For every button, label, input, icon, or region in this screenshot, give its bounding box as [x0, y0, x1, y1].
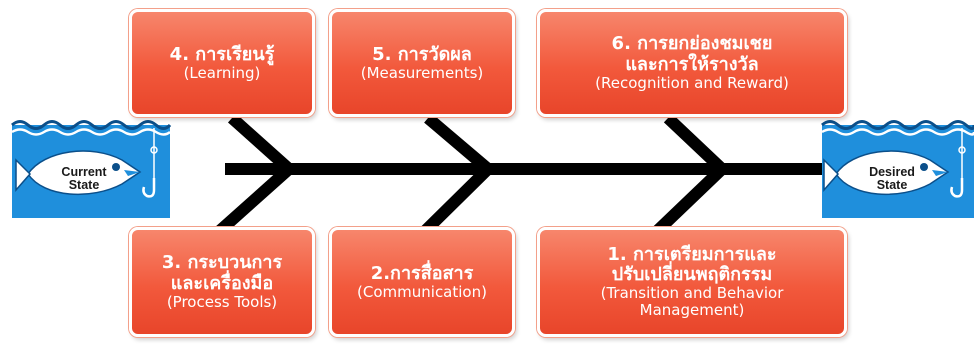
category-6-english: (Recognition and Reward) [595, 73, 789, 92]
category-3-thai-line1: 3. กระบวนการ [161, 252, 283, 274]
category-1-english-line1: (Transition and Behavior [600, 284, 784, 303]
category-1-english-line2: Management) [639, 301, 745, 320]
category-2-english: (Communication) [357, 282, 487, 301]
category-box-1-transition: 1. การเตรียมการและ ปรับเปลี่ยนพฤติกรรม (… [537, 227, 847, 337]
category-box-3-process-tools: 3. กระบวนการ และเครื่องมือ (Process Tool… [129, 227, 315, 337]
current-state-fish [11, 120, 172, 218]
category-6-thai-line1: 6. การยกย่องชมเชย [611, 33, 773, 55]
current-state-label: Current State [61, 165, 107, 193]
desired-state-fish [821, 120, 974, 218]
rib-1 [210, 113, 299, 241]
rib-2 [415, 113, 497, 241]
category-6-thai-line2: และการให้รางวัล [625, 53, 759, 75]
category-4-thai: 4. การเรียนรู้ [169, 43, 275, 65]
category-3-english: (Process Tools) [166, 292, 278, 311]
category-3-thai-line2: และเครื่องมือ [170, 272, 274, 294]
desired-state-label: Desired State [869, 165, 915, 193]
rib-3 [647, 113, 731, 241]
category-4-english: (Learning) [183, 63, 261, 82]
category-box-5-measurements: 5. การวัดผล (Measurements) [329, 9, 515, 117]
category-box-6-recognition: 6. การยกย่องชมเชย และการให้รางวัล (Recog… [537, 9, 847, 117]
category-1-thai-line1: 1. การเตรียมการและ [607, 244, 777, 266]
category-5-english: (Measurements) [360, 63, 484, 82]
fishbone-ribs [210, 113, 731, 241]
category-box-4-learning: 4. การเรียนรู้ (Learning) [129, 9, 315, 117]
category-box-2-communication: 2.การสื่อสาร (Communication) [329, 227, 515, 337]
category-2-thai: 2.การสื่อสาร [370, 262, 474, 284]
category-1-thai-line2: ปรับเปลี่ยนพฤติกรรม [611, 264, 773, 286]
category-5-thai: 5. การวัดผล [372, 43, 472, 65]
